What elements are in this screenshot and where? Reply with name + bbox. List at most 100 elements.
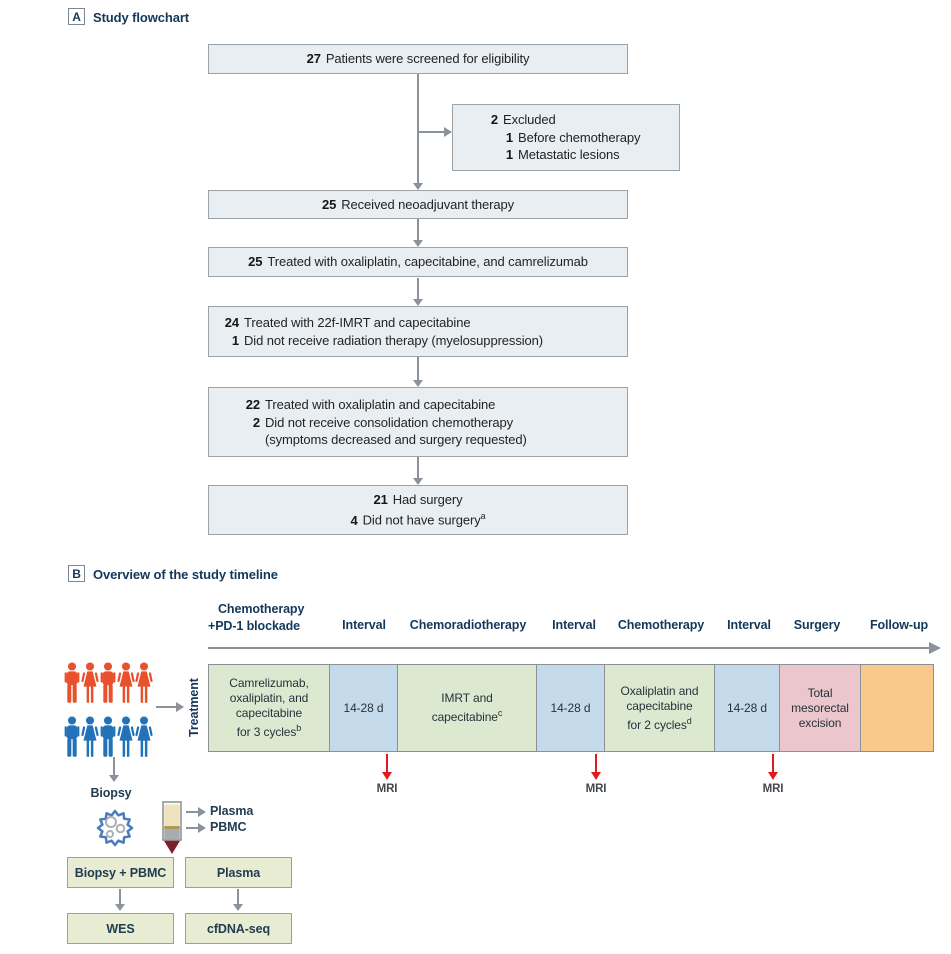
- connector-line: [113, 757, 115, 776]
- phase-interval-1: 14-28 d: [329, 664, 398, 752]
- treatment-band: Camrelizumab, oxaliplatin, and capecitab…: [208, 664, 934, 752]
- phase-line: 14-28 d: [550, 700, 591, 715]
- person-female-icon: [135, 716, 153, 759]
- mri-label-2: MRI: [585, 783, 607, 795]
- phase-surgery: Total mesorectal excision: [779, 664, 861, 752]
- count: 25: [321, 196, 337, 212]
- timeline-header-follow-up: Follow-up: [869, 618, 929, 632]
- arrow-down-icon: [115, 904, 125, 911]
- count: 27: [306, 51, 321, 67]
- person-female-icon: [117, 662, 135, 705]
- mri-arrow-down-icon: [382, 772, 392, 780]
- arrow-down-icon: [233, 904, 243, 911]
- flow-text: Did not receive radiation therapy (myelo…: [244, 332, 544, 348]
- person-male-icon: [99, 716, 117, 759]
- person-female-icon: [81, 662, 99, 705]
- phase-line: capecitabine: [235, 706, 303, 720]
- tube-plasma-label: Plasma: [210, 804, 254, 818]
- flow-text: Had surgery: [392, 491, 463, 507]
- connector-line: [417, 357, 419, 380]
- phase-line: capecitabine: [626, 698, 693, 713]
- phase-line: for 3 cyclesb: [236, 723, 302, 739]
- footnote-marker: c: [497, 708, 503, 718]
- mri-arrow-line: [386, 754, 388, 773]
- mri-arrow-down-icon: [768, 772, 778, 780]
- phase-line: oxaliplatin, and: [229, 691, 309, 705]
- phase-chemotherapy: Oxaliplatin and capecitabine for 2 cycle…: [604, 664, 715, 752]
- flow-line: 2 Did not receive consolidation chemother…: [243, 414, 627, 432]
- phase-interval-2: 14-28 d: [536, 664, 605, 752]
- panel-b-label: B: [68, 565, 85, 582]
- person-male-icon: [99, 662, 117, 705]
- timeline-header-surgery: Surgery: [793, 618, 841, 632]
- connector-line: [417, 457, 419, 478]
- footnote-marker: d: [686, 715, 692, 726]
- arrow-down-icon: [413, 183, 423, 190]
- flow-text: Before chemotherapy: [518, 129, 641, 145]
- mri-arrow-line: [595, 754, 597, 773]
- timeline-axis-line: [208, 647, 930, 649]
- arrow-right-icon: [198, 807, 206, 817]
- flow-text: Did not receive consolidation chemothera…: [265, 414, 513, 430]
- person-female-icon: [117, 716, 135, 759]
- arrow-right-icon: [444, 127, 452, 137]
- person-female-icon: [135, 662, 153, 705]
- timeline-header-interval-3: Interval: [727, 618, 771, 632]
- flow-text: Treated with oxaliplatin and capecitabin…: [265, 397, 496, 412]
- tube-pbmc-label: PBMC: [210, 820, 247, 834]
- flow-text: Patients were screened for eligibility: [325, 51, 530, 67]
- blood-tube-icon: [162, 801, 182, 854]
- panel-a-label: A: [68, 8, 85, 25]
- connector-line: [237, 889, 239, 905]
- sample-box-wes: WES: [67, 913, 174, 944]
- phase-chemo-pd1-blockade: Camrelizumab, oxaliplatin, and capecitab…: [208, 664, 330, 752]
- connector-line: [186, 811, 199, 813]
- flow-text: (symptoms decreased and surgery requeste…: [265, 432, 527, 447]
- phase-line: Total: [807, 685, 833, 700]
- mri-label-3: MRI: [762, 783, 784, 795]
- count: 2: [252, 414, 260, 430]
- panel-a-title: Study flowchart: [93, 10, 190, 25]
- sample-box-biopsy-pbmc: Biopsy + PBMC: [67, 857, 174, 888]
- header-line: +PD-1 blockade: [208, 618, 301, 633]
- arrow-down-icon: [413, 380, 423, 387]
- person-male-icon: [63, 662, 81, 705]
- connector-line: [417, 219, 419, 240]
- timeline-header-chemotherapy: Chemotherapy: [617, 618, 705, 632]
- timeline-header-interval-2: Interval: [552, 618, 596, 632]
- timeline-header-chemo-pd1: Chemotherapy +PD-1 blockade: [208, 601, 304, 634]
- phase-line: Camrelizumab,: [229, 676, 309, 690]
- flow-text: Treated with oxaliplatin, capecitabine, …: [267, 254, 588, 270]
- header-line: Chemotherapy: [218, 602, 305, 616]
- flow-text: Metastatic lesions: [518, 147, 620, 162]
- patient-group-row-orange: [63, 662, 153, 705]
- arrow-down-icon: [413, 478, 423, 485]
- phase-line: 14-28 d: [727, 700, 767, 715]
- phase-line: 14-28 d: [343, 700, 384, 715]
- connector-line: [418, 131, 445, 133]
- arrow-down-icon: [109, 775, 119, 782]
- flow-text: Excluded: [503, 112, 556, 127]
- sample-box-cfdna-seq: cfDNA-seq: [185, 913, 292, 944]
- connector-line: [417, 278, 419, 299]
- person-male-icon: [63, 716, 81, 759]
- flow-text: Received neoadjuvant therapy: [341, 196, 515, 212]
- timeline-axis-arrowhead-icon: [929, 641, 941, 654]
- count: 1: [505, 147, 513, 162]
- flow-text: Treated with 22f-IMRT and capecitabine: [244, 315, 471, 330]
- tissue-cell-icon: [96, 809, 134, 847]
- phase-line: mesorectal: [791, 700, 849, 715]
- panel-b-title: Overview of the study timeline: [93, 567, 278, 582]
- arrow-down-icon: [413, 240, 423, 247]
